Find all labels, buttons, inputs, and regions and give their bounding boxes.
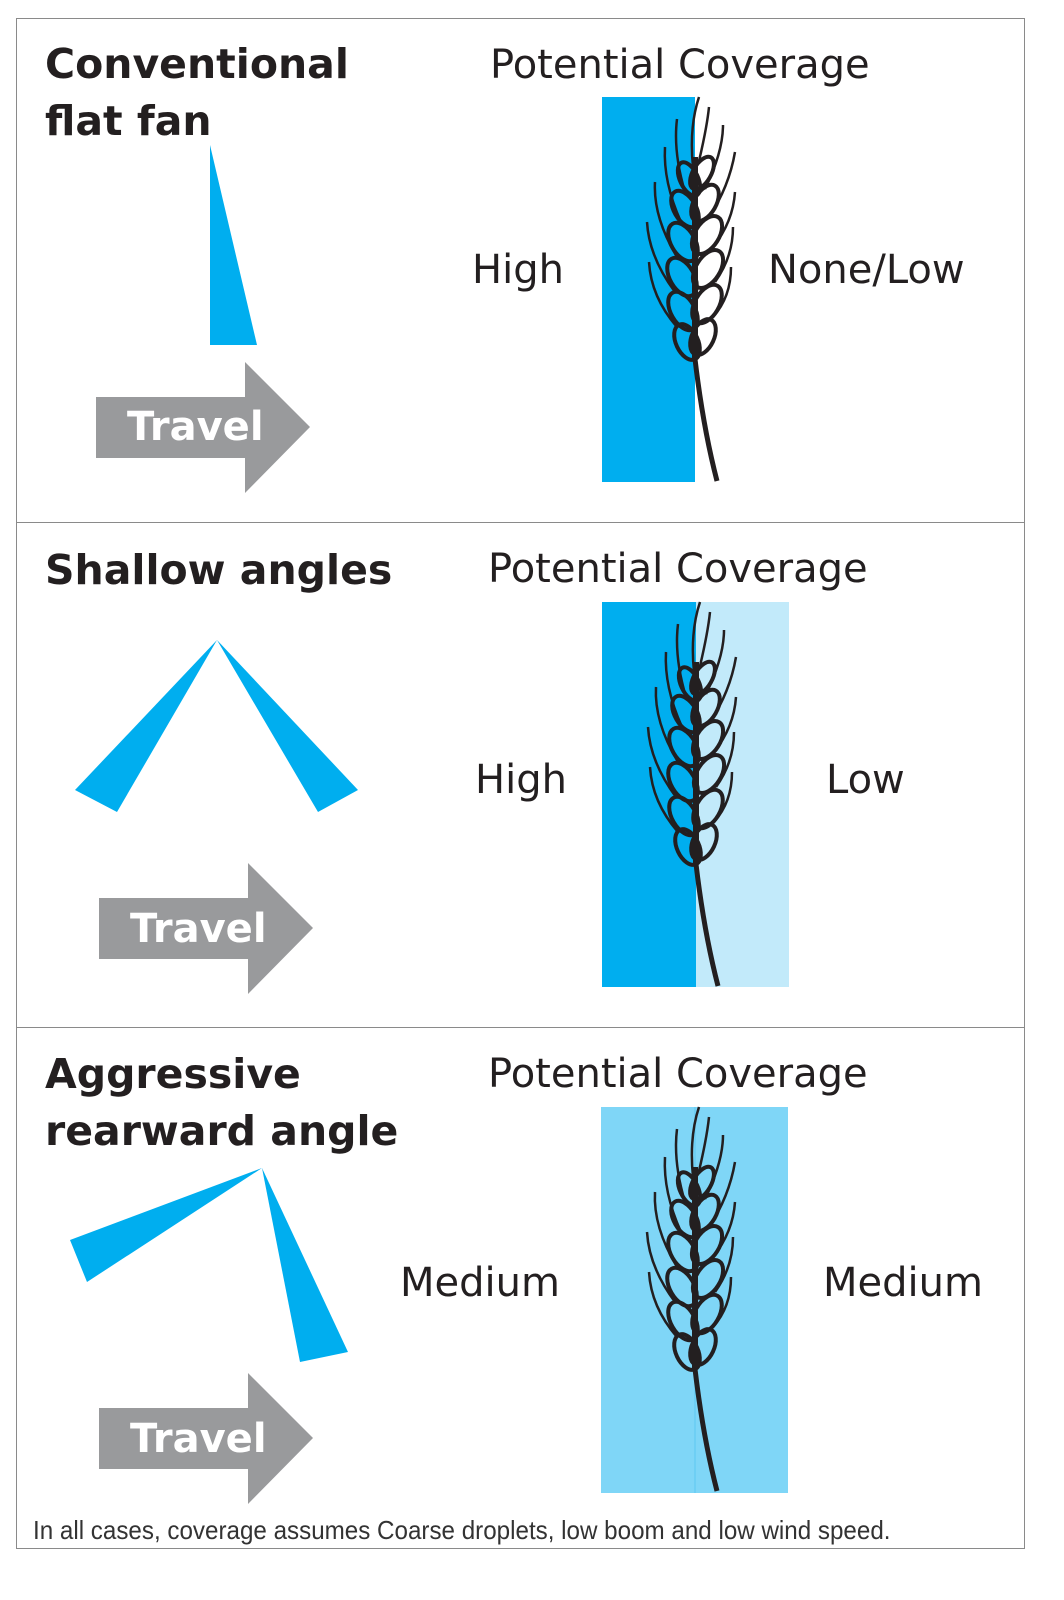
travel-label: Travel: [130, 906, 267, 952]
coverage-high-bar: [602, 602, 696, 987]
panel-title: Aggressive rearward angle: [45, 1046, 398, 1160]
title-line: flat fan: [45, 97, 212, 145]
left-coverage-level: High: [472, 247, 564, 293]
fan-spray-icon-forward: [70, 1168, 262, 1282]
title-line: rearward angle: [45, 1107, 399, 1155]
right-coverage-level: Medium: [823, 1260, 983, 1306]
diagram-frame: [16, 18, 1025, 1549]
right-coverage-level: Low: [826, 757, 905, 803]
footnote: In all cases, coverage assumes Coarse dr…: [33, 1515, 891, 1545]
travel-label: Travel: [127, 404, 264, 450]
travel-label: Travel: [130, 1416, 267, 1462]
panel-title: Shallow angles: [45, 542, 392, 599]
coverage-title: Potential Coverage: [488, 546, 868, 592]
panel-title: Conventional flat fan: [45, 36, 349, 150]
title-line: Conventional: [45, 40, 349, 88]
coverage-high-bar: [602, 97, 695, 482]
fan-spray-icon-left: [75, 640, 217, 812]
left-coverage-level: High: [475, 757, 567, 803]
right-coverage-level: None/Low: [768, 247, 965, 293]
title-line: Aggressive: [45, 1050, 301, 1098]
coverage-title: Potential Coverage: [490, 42, 870, 88]
panel-divider: [16, 522, 1025, 523]
fan-spray-icon-right: [217, 640, 358, 812]
fan-spray-icon-rearward: [262, 1168, 348, 1362]
left-coverage-level: Medium: [400, 1260, 560, 1306]
title-line: Shallow angles: [45, 546, 393, 594]
fan-spray-icon: [210, 145, 257, 345]
coverage-low-bar: [696, 602, 789, 987]
coverage-title: Potential Coverage: [488, 1051, 868, 1097]
panel-divider: [16, 1027, 1025, 1028]
